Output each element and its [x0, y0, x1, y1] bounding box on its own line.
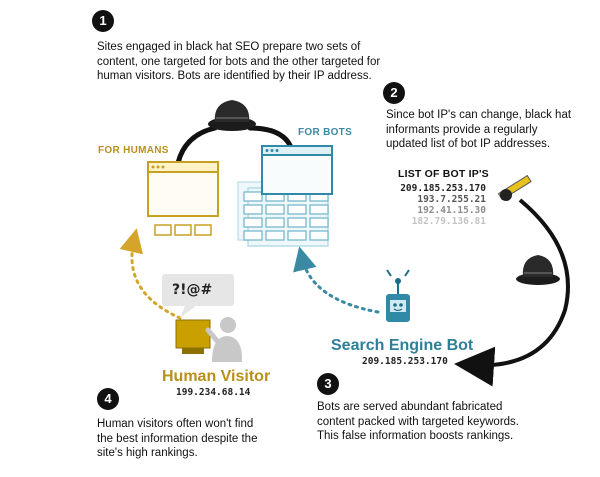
step-4-text: Human visitors often won't find the best… — [97, 418, 258, 459]
for-humans-label: FOR HUMANS — [98, 145, 169, 156]
arc-list-to-bot — [454, 198, 570, 387]
bot-ip-list-title: LIST OF BOT IP'S — [398, 168, 489, 180]
step-1-badge: 1 — [92, 10, 114, 32]
bots-window-stack — [237, 145, 333, 247]
step-4-badge: 4 — [97, 388, 119, 410]
search-engine-bot-ip: 209.185.253.170 — [362, 356, 448, 367]
arc-hat-to-humans — [175, 125, 218, 166]
bot-ip-list: 209.185.253.170 193.7.255.21 192.41.15.3… — [398, 183, 486, 227]
human-person-icon — [175, 317, 243, 362]
pencil-icon — [497, 174, 532, 201]
robot-bot-icon — [386, 269, 410, 322]
for-bots-label: FOR BOTS — [298, 127, 353, 138]
ip-list-item: 182.79.136.81 — [411, 216, 486, 227]
human-visitor-title: Human Visitor — [162, 368, 271, 385]
ip-list-item: 209.185.253.170 — [400, 183, 486, 194]
search-engine-bot-title: Search Engine Bot — [331, 337, 474, 354]
arrow-human-to-window — [119, 228, 182, 320]
black-hat-icon-top — [208, 100, 256, 131]
human-visitor-ip: 199.234.68.14 — [176, 387, 251, 398]
step-3-text: Bots are served abundant fabricated cont… — [317, 401, 520, 442]
ip-list-item: 192.41.15.30 — [417, 205, 486, 216]
speech-bubble-text: ?!@# — [172, 282, 213, 298]
humans-window — [147, 161, 219, 236]
step-2-badge: 2 — [383, 82, 405, 104]
step-2-text: Since bot IP's can change, black hat inf… — [386, 109, 572, 150]
step-3-badge: 3 — [317, 373, 339, 395]
step-1-text: Sites engaged in black hat SEO prepare t… — [97, 41, 381, 82]
arrow-bot-to-windows — [293, 246, 380, 314]
black-hat-icon-right — [516, 255, 560, 285]
speech-bubble — [162, 274, 234, 318]
ip-list-item: 193.7.255.21 — [417, 194, 486, 205]
